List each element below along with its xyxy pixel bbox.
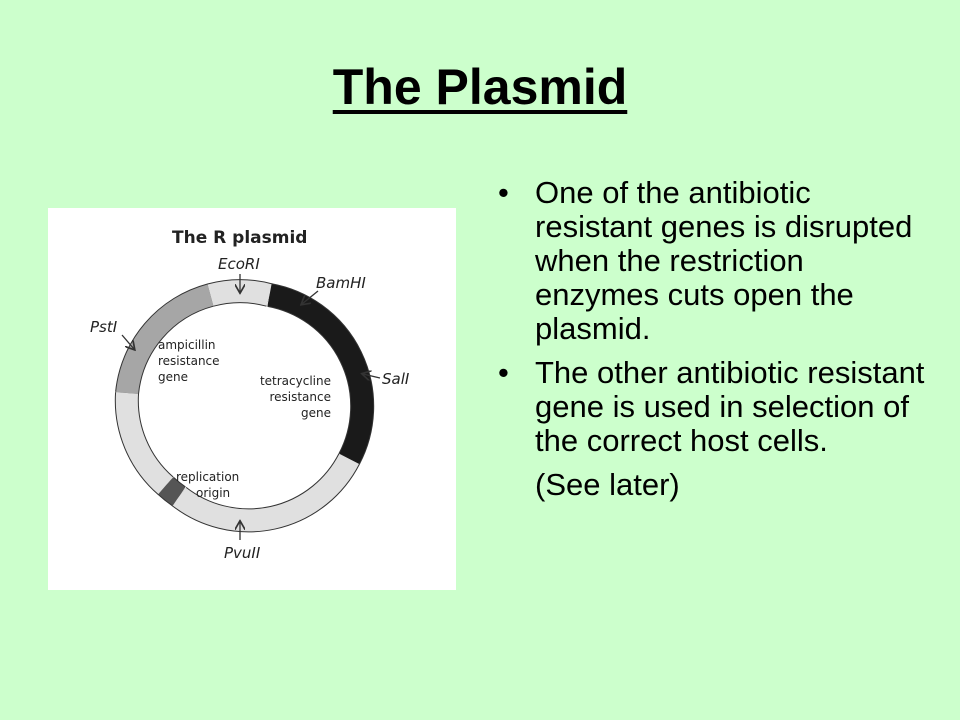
bullet-marker: • xyxy=(498,355,509,390)
ori-label-line-2: origin xyxy=(196,486,230,500)
plasmid-diagram: The R plasmid EcoRI BamHI SalI PstI PvuI… xyxy=(90,228,410,562)
bullet-item: • One of the antibiotic resistant genes … xyxy=(498,176,928,346)
slide-title: The Plasmid xyxy=(332,59,628,115)
ecori-label: EcoRI xyxy=(218,255,260,273)
bamhi-arrow xyxy=(302,290,319,304)
plasmid-title: The R plasmid xyxy=(172,228,307,248)
bamhi-label: BamHI xyxy=(316,274,366,292)
plasmid-figure: The R plasmid EcoRI BamHI SalI PstI PvuI… xyxy=(48,208,456,590)
amp-label-line-2: resistance xyxy=(158,354,220,368)
bullet-list: • One of the antibiotic resistant genes … xyxy=(498,176,928,502)
amp-label-line-1: ampicillin xyxy=(158,338,216,352)
psti-label: PstI xyxy=(90,318,118,336)
bullet-marker: • xyxy=(498,175,509,210)
bullet-item: • The other antibiotic resistant gene is… xyxy=(498,356,928,458)
ori-label-line-1: replication xyxy=(176,470,239,484)
sali-arrow xyxy=(363,374,381,378)
tet-label-line-1: tetracycline xyxy=(260,374,331,388)
see-later-note: (See later) xyxy=(535,467,680,502)
psti-arrow xyxy=(121,334,134,349)
tet-label-line-2: resistance xyxy=(269,390,331,404)
sali-label: SalI xyxy=(382,370,410,388)
amp-label-line-3: gene xyxy=(158,370,188,384)
bullet-text: The other antibiotic resistant gene is u… xyxy=(535,355,925,458)
pvuii-label: PvuII xyxy=(224,544,261,562)
tet-label-line-3: gene xyxy=(301,406,331,420)
bullet-text: One of the antibiotic resistant genes is… xyxy=(535,175,913,346)
